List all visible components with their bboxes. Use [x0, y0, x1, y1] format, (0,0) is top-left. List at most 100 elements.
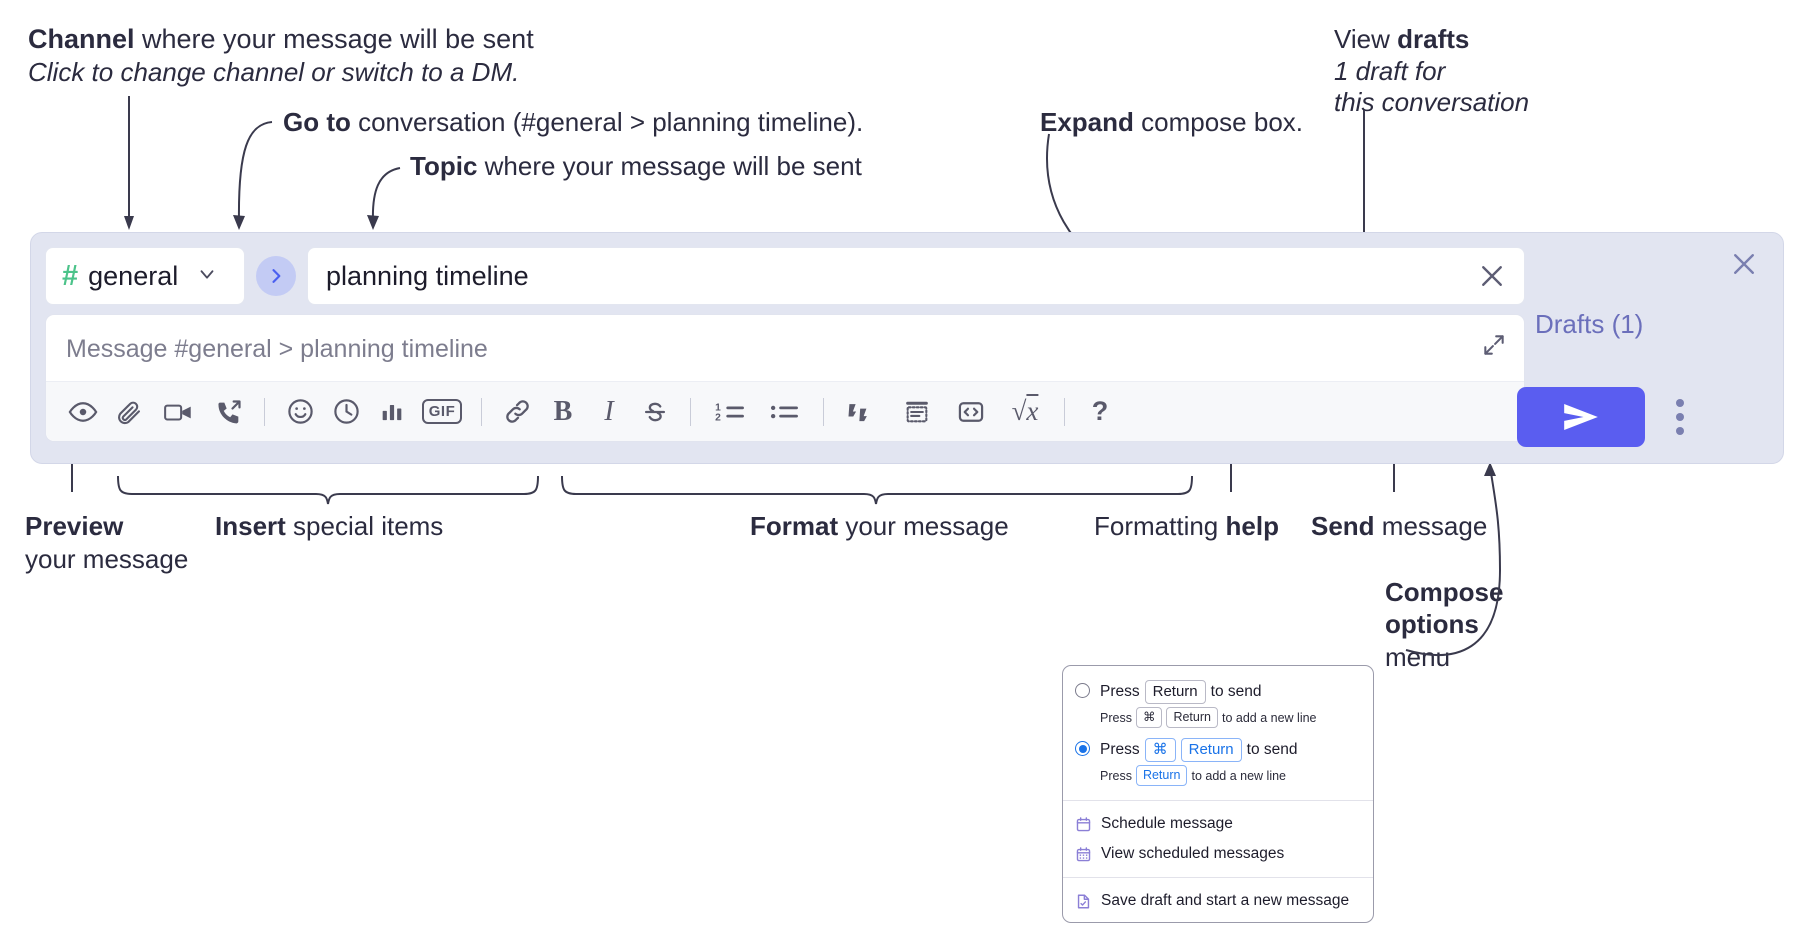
annotation-goto-bold: Go to [283, 107, 351, 137]
annotation-format-bold: Format [750, 511, 839, 541]
menu-item-label: Schedule message [1101, 815, 1233, 833]
kebab-dot [1676, 399, 1684, 407]
send-option-return-label: Press Return to send [1100, 680, 1262, 705]
annotation-expand-rest: compose box. [1133, 107, 1304, 137]
code-block-icon[interactable] [890, 390, 944, 434]
annotation-help: Formatting help [1094, 510, 1279, 543]
annotation-send-bold: Send [1311, 511, 1375, 541]
send-option-return[interactable]: Press Return to send [1063, 676, 1373, 705]
code-icon[interactable] [944, 390, 998, 434]
gif-label: GIF [421, 399, 463, 424]
annotation-send: Send message [1311, 510, 1487, 543]
expand-compose-button[interactable] [1476, 327, 1512, 363]
annotation-drafts-sub2: this conversation [1334, 86, 1529, 119]
message-input-card[interactable]: Message #general > planning timeline [45, 314, 1525, 442]
annotation-compose-options-2: options [1385, 608, 1479, 641]
key-return: Return [1180, 738, 1242, 763]
go-to-conversation-button[interactable] [256, 256, 296, 296]
menu-item-view-scheduled[interactable]: View scheduled messages [1063, 839, 1373, 869]
divider-5 [1064, 397, 1065, 426]
key-return: Return [1144, 680, 1206, 705]
compose-options-menu-button[interactable] [1657, 387, 1703, 447]
help-icon[interactable]: ? [1091, 396, 1109, 426]
kebab-dot [1676, 427, 1684, 435]
topic-input-field[interactable]: planning timeline [307, 247, 1525, 305]
gif-icon[interactable]: GIF [415, 390, 469, 434]
menu-divider [1063, 877, 1373, 879]
video-icon[interactable] [152, 390, 206, 434]
emoji-icon[interactable] [277, 390, 323, 434]
send-option-cmd-return-sub: Press Return to add a new line [1063, 762, 1373, 792]
radio-button-return[interactable] [1075, 683, 1090, 698]
send-option-cmd-return[interactable]: Press ⌘ Return to send [1063, 734, 1373, 763]
annotation-drafts-bold: drafts [1397, 24, 1470, 54]
annotation-expand-bold: Expand [1040, 107, 1134, 137]
blockquote-icon[interactable] [836, 390, 890, 434]
send-row [1517, 387, 1757, 447]
annotation-compose-options-3: menu [1385, 641, 1450, 674]
key-command: ⌘ [1144, 738, 1176, 763]
annotation-drafts-italic2: this conversation [1334, 87, 1530, 117]
compose-header-row: # general planning timeline [45, 247, 1525, 305]
chevron-right-icon [272, 269, 281, 283]
opt1-prefix: Press [1100, 683, 1140, 701]
annotation-format: Format your message [750, 510, 1009, 543]
menu-divider [1063, 800, 1373, 802]
compose-right-column: Drafts (1) [1517, 247, 1757, 453]
compose-box: # general planning timeline Message #gen… [30, 232, 1784, 464]
send-option-cmd-return-label: Press ⌘ Return to send [1100, 738, 1298, 763]
math-icon[interactable]: √x [1011, 396, 1039, 426]
annotation-expand: Expand compose box. [1040, 106, 1303, 139]
annotation-format-rest: your message [838, 511, 1009, 541]
divider-2 [481, 397, 482, 426]
drafts-link[interactable]: Drafts (1) [1535, 309, 1644, 339]
message-placeholder: Message #general > planning timeline [66, 335, 488, 363]
annotation-topic-rest: where your message will be sent [477, 151, 862, 181]
bold-icon[interactable]: B [553, 395, 573, 427]
opt2-suffix: to send [1246, 741, 1298, 759]
annotation-topic: Topic where your message will be sent [410, 150, 862, 183]
bullet-list-icon[interactable] [757, 390, 811, 434]
italic-icon[interactable]: I [604, 395, 614, 427]
opt2-sub-suffix: to add a new line [1191, 768, 1286, 783]
topic-value: planning timeline [326, 260, 529, 291]
channel-name-label: general [88, 260, 179, 291]
menu-item-save-draft[interactable]: Save draft and start a new message [1063, 886, 1373, 916]
preview-icon[interactable] [60, 390, 106, 434]
poll-icon[interactable] [369, 390, 415, 434]
chevron-down-icon [196, 263, 218, 290]
radio-button-cmd-return[interactable] [1075, 741, 1090, 757]
kebab-dot [1676, 413, 1684, 421]
send-button[interactable] [1517, 387, 1645, 447]
key-return: Return [1166, 707, 1218, 729]
attachment-icon[interactable] [106, 390, 152, 434]
divider-1 [264, 397, 265, 426]
annotation-goto: Go to conversation (#general > planning … [283, 106, 863, 139]
annotation-channel-bold: Channel [28, 24, 135, 54]
audio-call-icon[interactable] [206, 390, 252, 434]
opt2-prefix: Press [1100, 741, 1140, 759]
close-compose-button[interactable] [1727, 247, 1761, 281]
menu-item-label: View scheduled messages [1101, 845, 1285, 863]
annotation-preview: Preview [25, 510, 123, 543]
strikethrough-icon[interactable] [632, 390, 678, 434]
svg-text:1: 1 [715, 402, 721, 413]
annotation-drafts: View drafts [1334, 23, 1469, 56]
menu-item-label: Save draft and start a new message [1101, 892, 1350, 910]
divider-3 [690, 397, 691, 426]
annotation-channel-rest: where your message will be sent [134, 24, 534, 54]
clock-icon[interactable] [323, 390, 369, 434]
divider-4 [823, 397, 824, 426]
clear-topic-button[interactable] [1470, 254, 1514, 298]
annotation-compose-options-bold1: Compose [1385, 577, 1504, 607]
annotation-channel-sub: Click to change channel or switch to a D… [28, 56, 519, 89]
link-icon[interactable] [494, 390, 540, 434]
opt1-sub-prefix: Press [1100, 710, 1132, 725]
save-draft-icon [1075, 893, 1092, 910]
annotation-send-rest: message [1374, 511, 1488, 541]
channel-selector-button[interactable]: # general [45, 247, 245, 305]
annotation-preview-sub: your message [25, 543, 188, 576]
menu-item-schedule-message[interactable]: Schedule message [1063, 809, 1373, 839]
